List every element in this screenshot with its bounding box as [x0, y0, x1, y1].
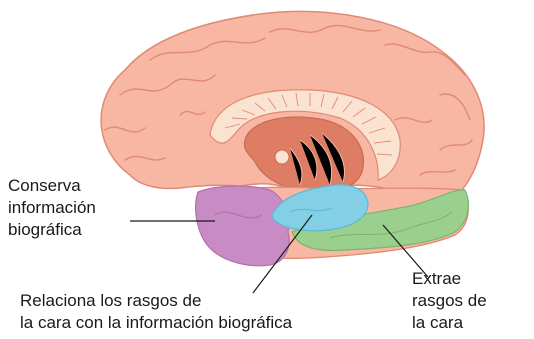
label-line: la cara — [412, 312, 487, 334]
label-line: rasgos de — [412, 290, 487, 312]
label-face-biographic-link: Relaciona los rasgos de la cara con la i… — [20, 290, 292, 334]
label-line: información — [8, 197, 96, 219]
label-face-features: Extrae rasgos de la cara — [412, 268, 487, 334]
region-biographic-store — [196, 186, 289, 266]
label-line: Conserva — [8, 175, 96, 197]
label-line: Relaciona los rasgos de — [20, 290, 292, 312]
label-biographic-store: Conserva información biográfica — [8, 175, 96, 241]
fornix-node — [275, 150, 289, 164]
label-line: la cara con la información biográfica — [20, 312, 292, 334]
label-line: biográfica — [8, 219, 96, 241]
label-line: Extrae — [412, 268, 487, 290]
